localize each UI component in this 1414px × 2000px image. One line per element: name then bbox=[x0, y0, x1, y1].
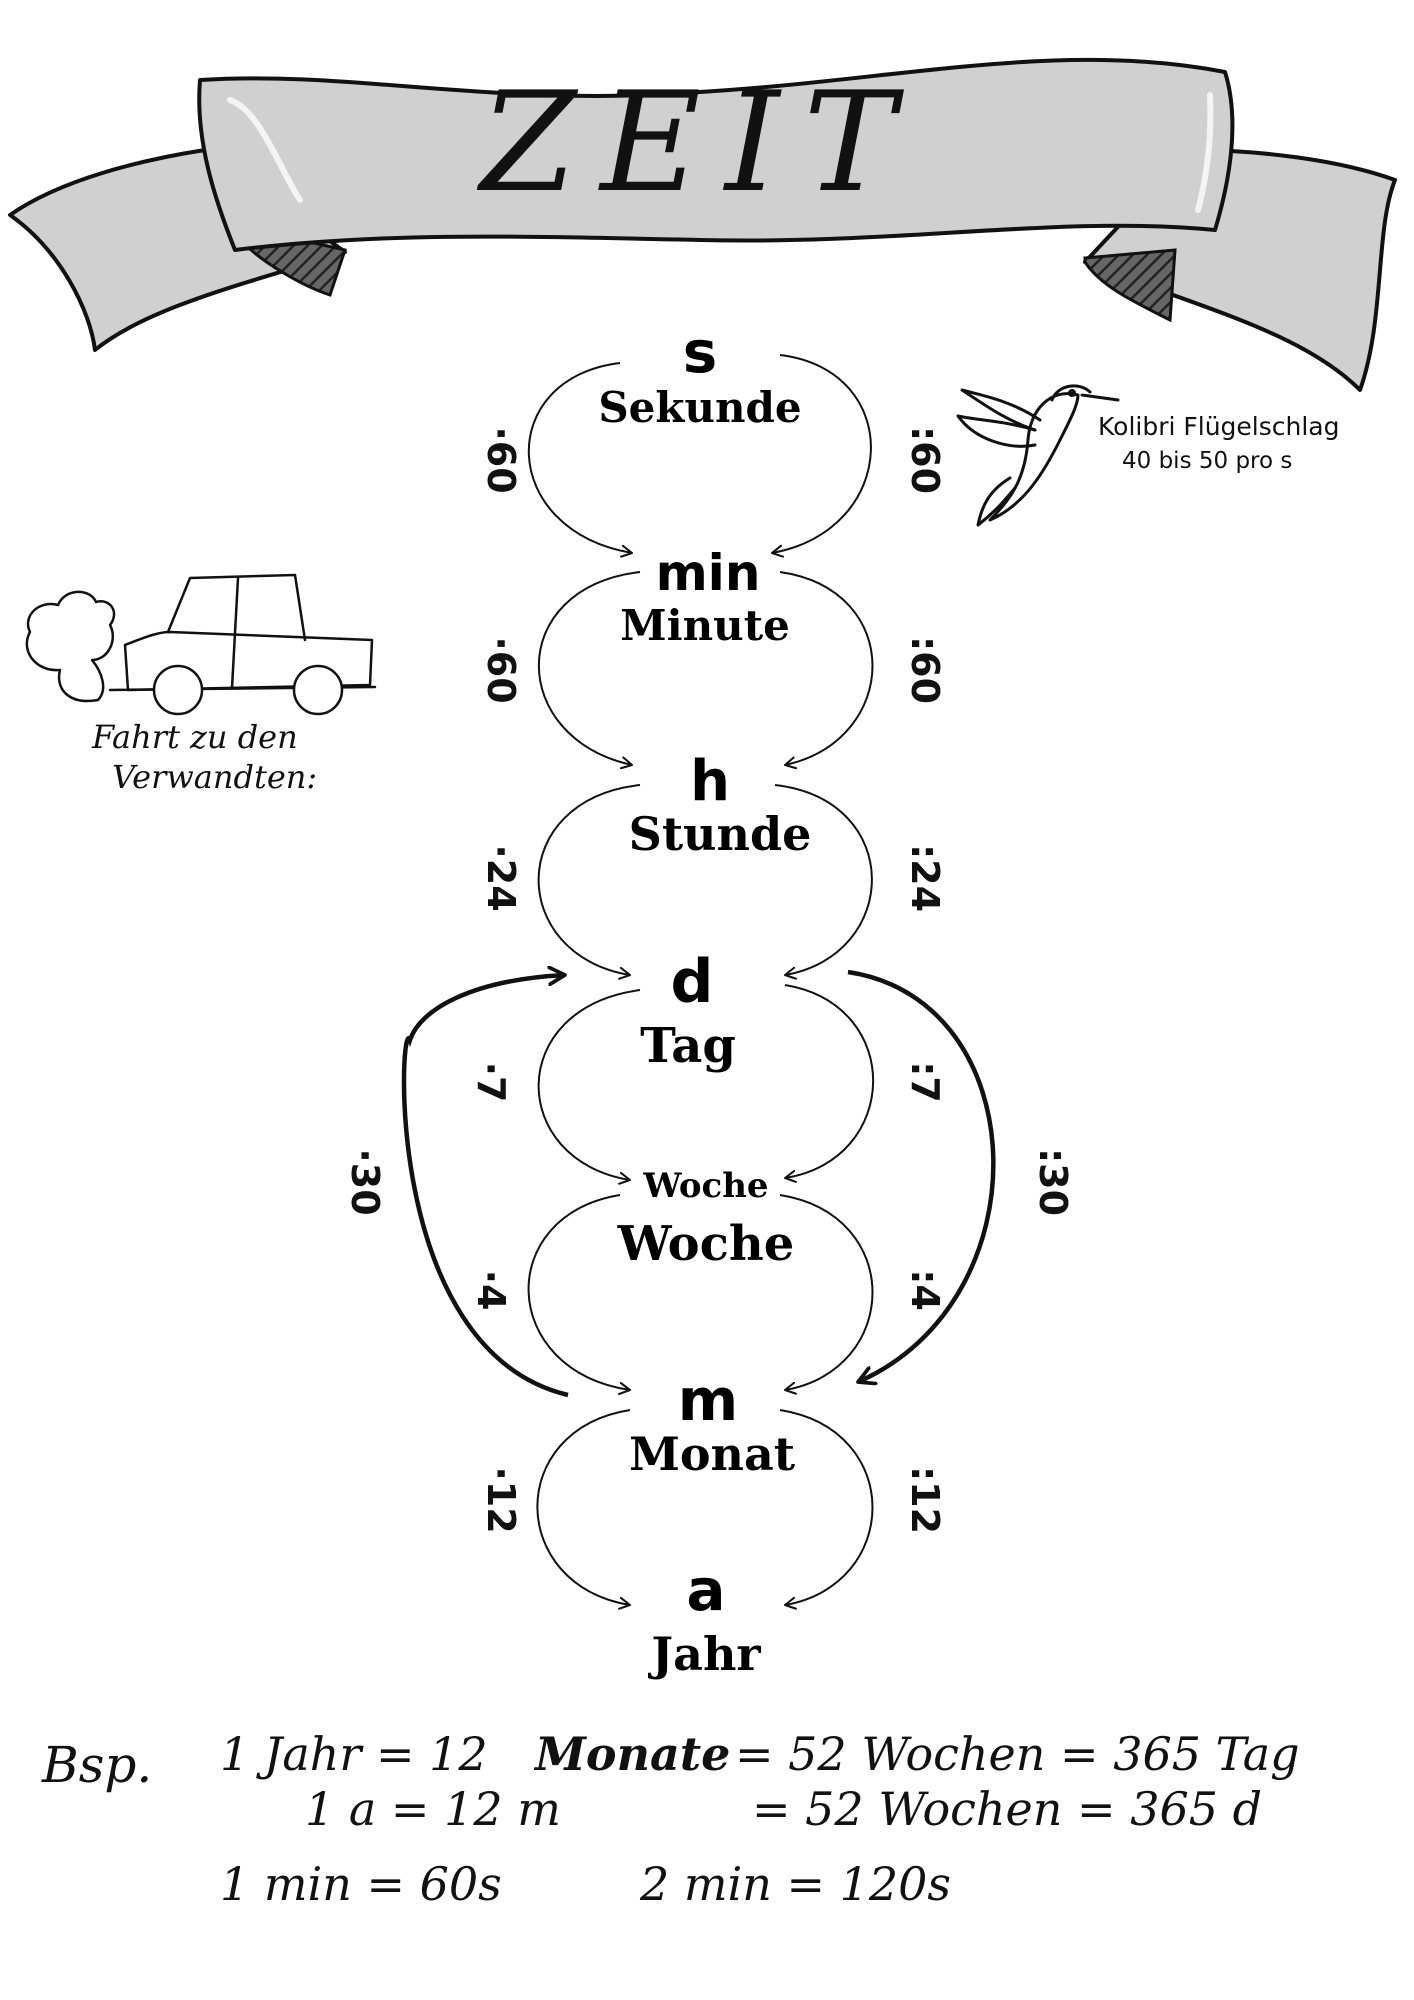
unit-name-tag: Tag bbox=[640, 1018, 736, 1074]
hummingbird-note-line2: 40 bis 50 pro s bbox=[1122, 448, 1292, 474]
arrow-h-to-d bbox=[537, 784, 641, 975]
hummingbird-tail bbox=[976, 476, 1017, 527]
arrow-m-to-woche bbox=[779, 1194, 874, 1390]
banner-right-fold bbox=[1083, 248, 1177, 323]
unit-abbr-min: min bbox=[656, 544, 761, 602]
example-label: Bsp. bbox=[41, 1736, 152, 1794]
factor-div-woche-d: :7 bbox=[903, 1061, 947, 1103]
hummingbird-body bbox=[988, 392, 1080, 522]
arrow-woche-to-m bbox=[527, 1194, 630, 1390]
arrow-h-to-min bbox=[779, 571, 874, 765]
factor-div-m-woche: :4 bbox=[903, 1269, 947, 1311]
example-row1-left: 1 Jahr = 12 bbox=[220, 1727, 488, 1781]
unit-abbr-woche: Woche bbox=[642, 1166, 768, 1206]
unit-name-sekunde: Sekunde bbox=[598, 383, 801, 432]
arrow-s-to-min bbox=[527, 362, 632, 553]
factor-mul-h-d: ·24 bbox=[479, 844, 523, 911]
unit-abbr-s: s bbox=[683, 318, 718, 386]
factor-mul-s-min: ·60 bbox=[479, 426, 523, 493]
car-note-line2: Verwandten: bbox=[112, 758, 317, 796]
arrow-d-to-woche bbox=[537, 989, 641, 1180]
example-row2-right: = 52 Wochen = 365 d bbox=[752, 1782, 1262, 1836]
hummingbird-head bbox=[1050, 384, 1092, 402]
car-roof bbox=[166, 573, 307, 642]
hummingbird-illustration bbox=[956, 384, 1120, 527]
unit-name-woche: Woche bbox=[617, 1216, 795, 1272]
example-section: Bsp. 1 Jahr = 12 Monate = 52 Wochen = 36… bbox=[41, 1727, 1300, 1911]
factor-div-month-d: :30 bbox=[1031, 1148, 1075, 1216]
unit-labels: s Sekunde min Minute h Stunde d Tag Woch… bbox=[598, 318, 811, 1681]
arrow-m-to-a bbox=[536, 1409, 630, 1605]
car-wheel-front bbox=[152, 664, 204, 716]
arrow-a-to-m bbox=[779, 1409, 874, 1605]
car-illustration bbox=[25, 573, 377, 716]
car-door-line bbox=[230, 576, 240, 690]
unit-abbr-d: d bbox=[671, 947, 714, 1017]
factor-mul-min-h: ·60 bbox=[479, 636, 523, 703]
arrow-m-to-d-big bbox=[401, 975, 569, 1398]
factor-mul-woche-m: ·4 bbox=[469, 1270, 513, 1311]
banner-highlight bbox=[227, 97, 303, 203]
factor-mul-d-month: ·30 bbox=[343, 1148, 387, 1215]
unit-abbr-a: a bbox=[686, 1556, 725, 1624]
factor-mul-m-a: ·12 bbox=[479, 1466, 523, 1533]
factor-mul-d-woche: ·7 bbox=[469, 1062, 513, 1103]
factor-labels: ·60 ·60 ·24 ·7 ·4 ·12 :60 :60 :24 :7 :4 … bbox=[343, 426, 1075, 1534]
unit-name-monat: Monat bbox=[629, 1427, 796, 1481]
arrow-d-to-m-big bbox=[847, 969, 996, 1382]
factor-div-h-min: :60 bbox=[903, 636, 947, 704]
hummingbird-note-line1: Kolibri Flügelschlag bbox=[1098, 412, 1340, 441]
page-title: ZEIT bbox=[476, 62, 919, 223]
example-row3-left: 1 min = 60s bbox=[220, 1857, 502, 1911]
arrow-min-to-s bbox=[772, 354, 872, 553]
arrow-woche-to-d bbox=[785, 984, 875, 1178]
conversion-arrows bbox=[401, 354, 996, 1605]
factor-div-a-m: :12 bbox=[903, 1466, 947, 1534]
hummingbird-beak bbox=[1080, 393, 1120, 402]
hummingbird-eye bbox=[1068, 389, 1076, 397]
unit-name-stunde: Stunde bbox=[629, 807, 812, 861]
banner-main bbox=[197, 57, 1235, 252]
arrow-min-to-h bbox=[538, 571, 641, 765]
car-note-line1: Fahrt zu den bbox=[91, 718, 298, 756]
unit-abbr-m: m bbox=[678, 1366, 738, 1434]
example-row3-right: 2 min = 120s bbox=[639, 1857, 951, 1911]
example-row1-monate: Monate bbox=[533, 1727, 730, 1781]
unit-name-jahr: Jahr bbox=[647, 1627, 761, 1681]
car-exhaust-smoke bbox=[25, 590, 116, 703]
car-wheel-back bbox=[292, 664, 344, 716]
example-row2-left: 1 a = 12 m bbox=[305, 1782, 561, 1836]
hummingbird-wing-top bbox=[960, 388, 1042, 432]
title-banner: ZEIT bbox=[8, 57, 1397, 392]
hummingbird-wing-lower bbox=[956, 414, 1037, 448]
unit-name-minute: Minute bbox=[620, 601, 790, 650]
arrow-d-to-h bbox=[774, 784, 873, 975]
banner-highlight-right bbox=[1195, 92, 1214, 213]
factor-div-min-s: :60 bbox=[903, 426, 947, 494]
example-row1-right: = 52 Wochen = 365 Tag bbox=[735, 1727, 1300, 1781]
factor-div-d-h: :24 bbox=[903, 844, 947, 912]
unit-abbr-h: h bbox=[690, 749, 730, 814]
